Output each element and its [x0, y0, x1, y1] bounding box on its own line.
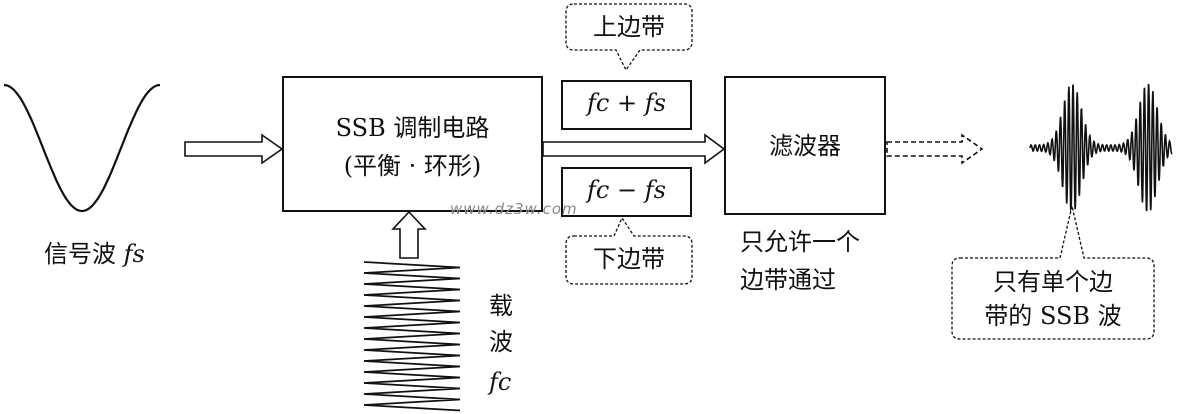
signal-to-modulator-arrow	[184, 133, 284, 165]
modulator-to-filter-arrow	[542, 133, 726, 165]
signal-label-text: 信号波	[44, 240, 116, 268]
lower-sideband-label: 下边带	[593, 245, 665, 273]
upper-sideband-callout	[565, 3, 693, 72]
signal-symbol: fs	[123, 240, 145, 268]
watermark: www.dz3w.com	[450, 200, 578, 218]
upper-sideband-formula: fc + fs	[587, 89, 666, 117]
carrier-char-2: 波	[489, 328, 513, 356]
filter-label: 滤波器	[769, 132, 841, 160]
lower-sideband-box	[561, 167, 692, 217]
lower-sideband-formula: fc − fs	[587, 176, 666, 204]
output-callout	[951, 205, 1155, 340]
upper-sideband-box	[561, 80, 692, 130]
modulator-block	[282, 76, 543, 212]
carrier-char-1: 载	[489, 292, 513, 320]
signal-label: 信号波 fs	[44, 240, 145, 269]
ssb-output-wave	[1029, 83, 1173, 213]
modulator-title: SSB 调制电路	[335, 114, 490, 142]
carrier-symbol: fc	[489, 368, 512, 396]
output-label-line1: 只有单个边	[993, 268, 1113, 296]
filter-note-line1: 只允许一个	[740, 228, 860, 256]
carrier-wave	[363, 261, 461, 412]
upper-sideband-label: 上边带	[593, 13, 665, 41]
output-label-line2: 带的 SSB 波	[984, 302, 1122, 330]
modulator-subtitle: (平衡 · 环形)	[343, 152, 482, 180]
filter-note-line2: 边带通过	[740, 266, 836, 294]
lower-sideband-callout	[565, 216, 693, 285]
filter-to-output-arrow	[886, 133, 984, 165]
filter-block	[724, 76, 886, 215]
signal-wave	[3, 83, 161, 213]
carrier-to-modulator-arrow	[391, 210, 427, 259]
